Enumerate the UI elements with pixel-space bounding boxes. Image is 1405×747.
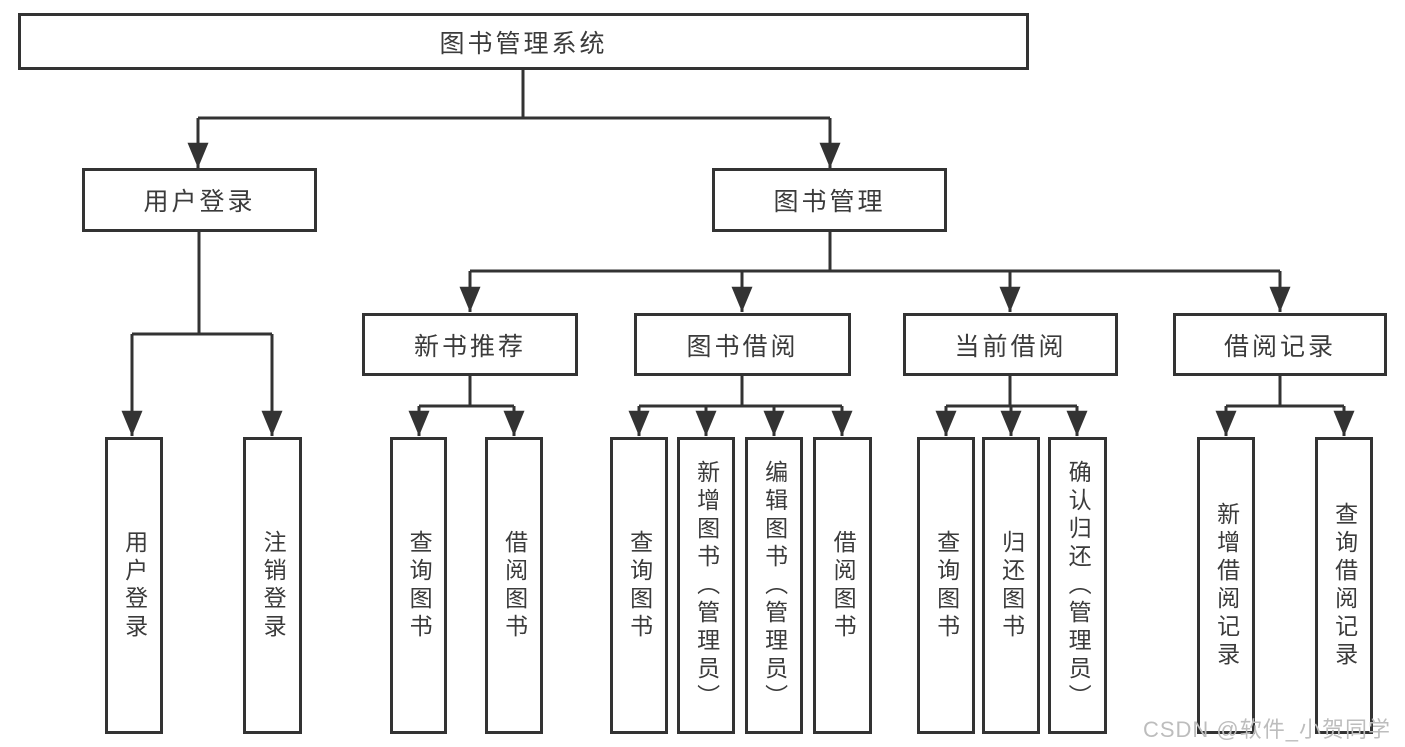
node-add-books-admin: 新增图书（管理员） [677,437,735,734]
node-return-books-label: 归还图书 [998,529,1025,642]
node-borrow-books-leaf: 借阅图书 [813,437,872,734]
node-confirm-return-admin-label: 确认归还（管理员） [1065,459,1092,712]
node-query-books-recommend: 查询图书 [390,437,447,734]
node-book-borrowing-label: 图书借阅 [686,332,799,361]
node-borrow-books-recommend-label: 借阅图书 [501,529,528,642]
node-query-books-borrowing-label: 查询图书 [626,529,653,642]
node-logout-label: 注销登录 [260,529,287,642]
node-confirm-return-admin: 确认归还（管理员） [1048,437,1107,734]
node-new-book-recommend-label: 新书推荐 [413,332,526,361]
node-add-borrow-record-label: 新增借阅记录 [1213,501,1240,670]
node-query-books-borrowing: 查询图书 [610,437,668,734]
node-add-books-admin-label: 新增图书（管理员） [693,459,720,712]
node-borrowing-records-label: 借阅记录 [1223,332,1336,361]
node-borrow-books-recommend: 借阅图书 [485,437,543,734]
node-add-borrow-record: 新增借阅记录 [1197,437,1255,734]
node-book-management: 图书管理 [712,168,947,232]
node-edit-books-admin: 编辑图书（管理员） [745,437,803,734]
node-user-login-label: 用户登录 [143,188,256,216]
node-new-book-recommend: 新书推荐 [362,313,578,376]
node-query-books-current: 查询图书 [917,437,975,734]
node-user-login-leaf-label: 用户登录 [121,529,148,642]
csdn-watermark: CSDN @软件_小贺同学 [1142,717,1391,742]
node-user-login: 用户登录 [82,168,317,232]
node-query-borrow-record: 查询借阅记录 [1315,437,1373,734]
node-query-books-recommend-label: 查询图书 [406,529,433,642]
node-library-system: 图书管理系统 [18,13,1029,70]
node-query-books-current-label: 查询图书 [933,529,960,642]
node-return-books: 归还图书 [982,437,1040,734]
node-query-borrow-record-label: 查询借阅记录 [1331,501,1358,670]
node-borrowing-records: 借阅记录 [1173,313,1387,376]
node-library-system-label: 图书管理系统 [439,29,608,58]
node-borrow-books-leaf-label: 借阅图书 [830,529,857,642]
node-edit-books-admin-label: 编辑图书（管理员） [761,459,788,712]
node-current-borrowing-label: 当前借阅 [954,332,1067,361]
node-user-login-leaf: 用户登录 [105,437,163,734]
node-logout: 注销登录 [243,437,302,734]
node-book-management-label: 图书管理 [773,188,886,216]
node-book-borrowing: 图书借阅 [634,313,851,376]
node-current-borrowing: 当前借阅 [903,313,1118,376]
